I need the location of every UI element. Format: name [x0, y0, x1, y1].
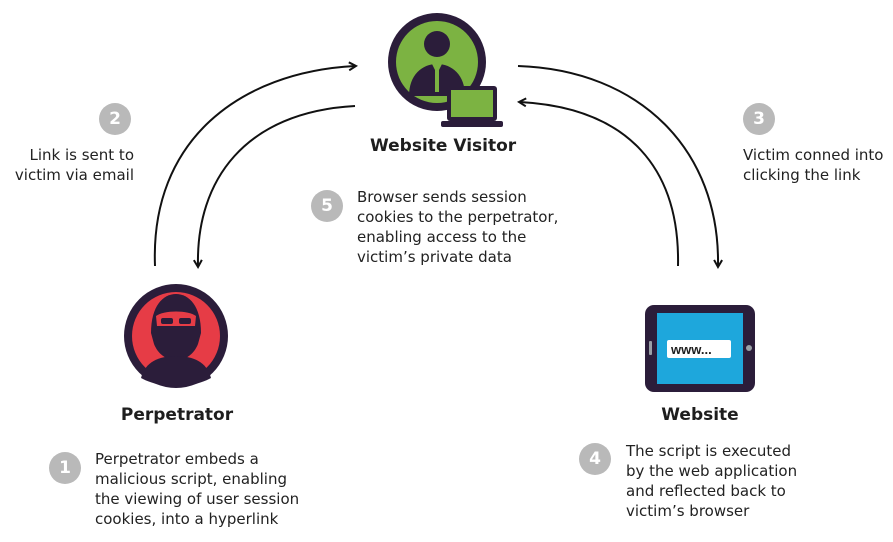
- step-1-line: the viewing of user session: [95, 490, 300, 508]
- tablet-browser-icon: www...: [645, 305, 755, 392]
- user-with-laptop-icon: [388, 13, 503, 127]
- node-label-perpetrator: Perpetrator: [120, 405, 234, 425]
- step-2-line: victim via email: [14, 166, 134, 184]
- step-3-line: clicking the link: [743, 166, 861, 184]
- step-5-text: Browser sends session cookies to the per…: [357, 187, 558, 267]
- step-5-line: victim’s private data: [357, 248, 512, 266]
- step-1-badge: 1: [49, 452, 81, 484]
- step-4-line: and reflected back to: [626, 482, 786, 500]
- step-2-text: Link is sent to victim via email: [0, 145, 134, 185]
- arrow-visitor-to-website: [517, 65, 718, 266]
- arrow-visitor-to-perpetrator: [198, 105, 356, 266]
- step-4-line: victim’s browser: [626, 502, 750, 520]
- step-4-line: The script is executed: [626, 442, 791, 460]
- step-3-text: Victim conned into clicking the link: [743, 145, 883, 185]
- step-2-badge: 2: [99, 103, 131, 135]
- step-4-badge: 4: [579, 443, 611, 475]
- step-3-badge: 3: [743, 103, 775, 135]
- step-1-line: Perpetrator embeds a: [95, 450, 259, 468]
- step-4-text: The script is executed by the web applic…: [626, 441, 797, 521]
- masked-hacker-icon: [124, 284, 228, 388]
- step-4-line: by the web application: [626, 462, 798, 480]
- step-3-line: Victim conned into: [743, 146, 884, 164]
- step-1-text: Perpetrator embeds a malicious script, e…: [95, 449, 299, 529]
- step-1-line: malicious script, enabling: [95, 470, 287, 488]
- step-5-line: Browser sends session: [357, 188, 527, 206]
- node-label-website-visitor: Website Visitor: [370, 136, 517, 156]
- node-label-website: Website: [661, 405, 739, 425]
- step-1-line: cookies, into a hyperlink: [95, 510, 279, 528]
- arrow-perpetrator-to-visitor: [153, 66, 355, 267]
- step-5-line: cookies to the perpetrator,: [357, 208, 559, 226]
- website-screen-text: www...: [670, 342, 712, 357]
- arrow-website-to-visitor: [520, 102, 680, 267]
- step-5-badge: 5: [311, 190, 343, 222]
- step-5-line: enabling access to the: [357, 228, 527, 246]
- step-2-line: Link is sent to: [29, 146, 135, 164]
